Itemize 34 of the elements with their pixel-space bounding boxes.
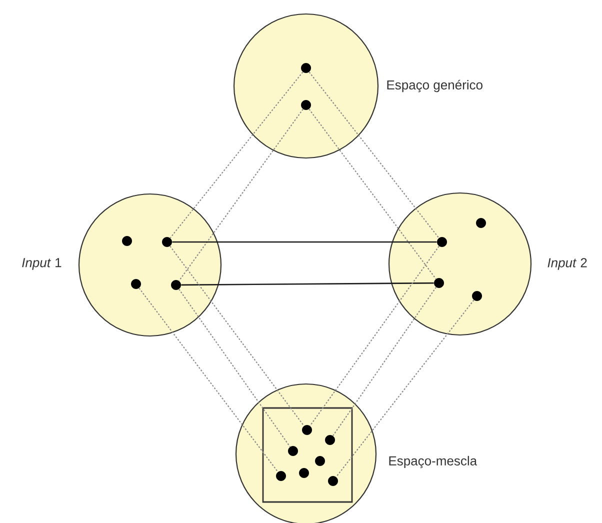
mapping-line	[336, 300, 474, 478]
mapping-line	[308, 108, 436, 280]
blend-square	[262, 407, 353, 503]
mapping-line	[310, 246, 440, 426]
mapping-line	[170, 246, 304, 426]
element-dot	[315, 456, 325, 466]
element-dot	[325, 435, 335, 445]
element-dot	[122, 236, 132, 246]
element-dot	[301, 100, 311, 110]
mapping-line	[332, 286, 436, 436]
space-label: Input 1	[22, 258, 62, 270]
element-dot	[476, 218, 486, 228]
mapping-line	[308, 72, 440, 238]
element-dot	[171, 280, 181, 290]
space-label: Espaço-mescla	[389, 456, 478, 468]
element-dot	[162, 237, 172, 247]
element-dot	[288, 446, 298, 456]
element-dot	[328, 476, 338, 486]
element-dot	[276, 471, 286, 481]
mapping-line	[178, 288, 290, 448]
element-dot	[302, 425, 312, 435]
space-label: Espaço genérico	[387, 80, 482, 92]
element-dot	[131, 279, 141, 289]
connector-line	[172, 241, 437, 243]
connector-line	[181, 282, 434, 286]
element-dot	[472, 291, 482, 301]
mapping-line	[138, 288, 278, 472]
mapping-line	[178, 108, 304, 282]
element-dot	[434, 278, 444, 288]
element-dot	[299, 468, 309, 478]
element-dot	[437, 237, 447, 247]
space-label: Input 2	[548, 258, 587, 270]
element-dot	[301, 63, 311, 73]
mapping-line	[170, 72, 304, 238]
